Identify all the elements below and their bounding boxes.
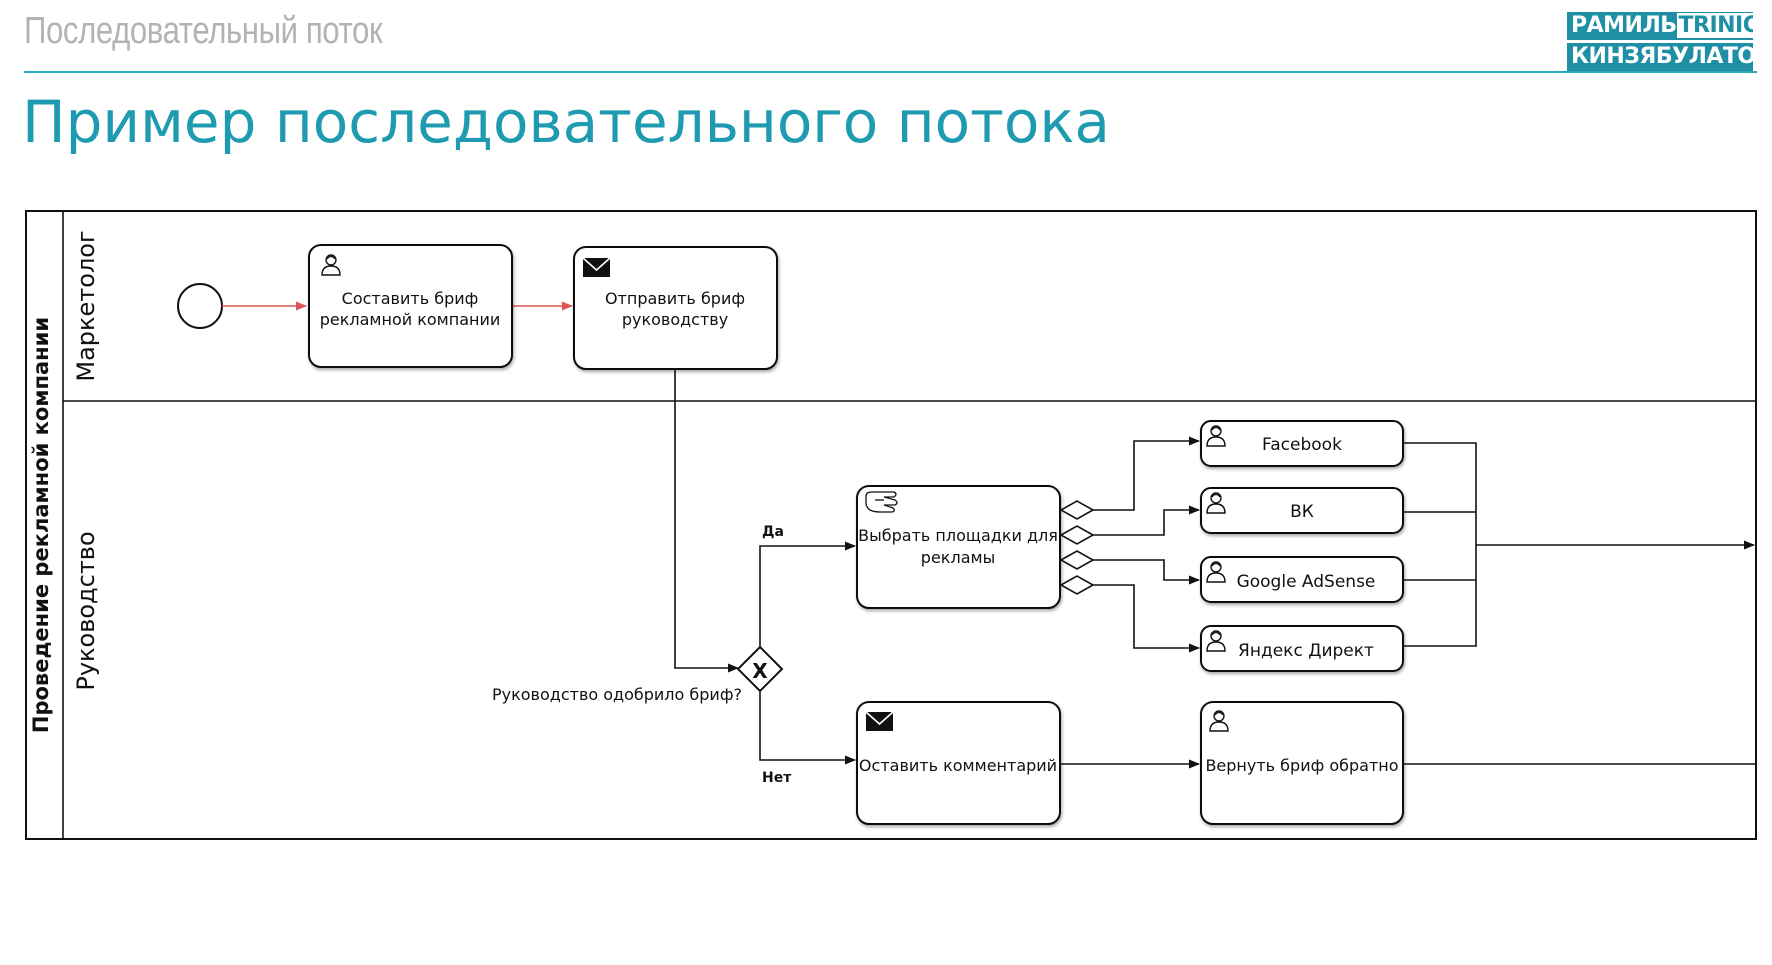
gateway-symbol: X bbox=[752, 659, 768, 683]
lane-label-management: Руководство bbox=[72, 531, 100, 690]
page-title: Пример последовательного потока bbox=[22, 88, 1110, 156]
task-label: Яндекс Директ bbox=[1238, 641, 1374, 661]
section-title: Последовательный поток bbox=[24, 10, 383, 52]
merge-flows bbox=[1403, 442, 1477, 647]
task-compose-brief: Составить бриф рекламной компании bbox=[308, 244, 513, 368]
start-event bbox=[177, 283, 223, 329]
pool-label: Проведение рекламной компании bbox=[29, 317, 53, 733]
task-return-brief: Вернуть бриф обратно bbox=[1200, 701, 1404, 825]
flow-to-facebook bbox=[1093, 436, 1201, 511]
task-label: ВК bbox=[1290, 502, 1314, 522]
task-choose-platforms: Выбрать площадки для рекламы bbox=[856, 485, 1061, 609]
task-label: Вернуть бриф обратно bbox=[1205, 756, 1398, 775]
logo-line1-suffix: TRINION bbox=[1676, 13, 1753, 38]
header-divider bbox=[24, 71, 1757, 73]
task-label-line2: руководству bbox=[622, 310, 728, 329]
envelope-icon bbox=[865, 711, 894, 731]
hand-icon bbox=[865, 491, 898, 513]
task-vk: ВК bbox=[1200, 487, 1404, 534]
exclusive-gateway: X bbox=[736, 645, 784, 693]
task-label-line1: Составить бриф bbox=[342, 289, 479, 308]
task-leave-comment: Оставить комментарий bbox=[856, 701, 1061, 825]
pool-frame bbox=[25, 210, 1757, 840]
flow-yes bbox=[759, 541, 857, 647]
flow-to-google-adsense bbox=[1093, 559, 1201, 585]
task-send-brief: Отправить бриф руководству bbox=[573, 246, 778, 370]
brand-logo: РАМИЛЬTRINION КИНЗЯБУЛАТОВ bbox=[1567, 12, 1753, 71]
conditional-flow-markers bbox=[1059, 500, 1095, 595]
flow-to-yandex-direct bbox=[1093, 584, 1201, 653]
task-facebook: Facebook bbox=[1200, 420, 1404, 467]
flow-no bbox=[759, 691, 857, 765]
logo-line1: РАМИЛЬ bbox=[1571, 13, 1677, 38]
task-label-line1: Выбрать площадки для bbox=[858, 526, 1058, 545]
logo-line2: КИНЗЯБУЛАТОВ bbox=[1567, 43, 1753, 71]
task-yandex-direct: Яндекс Директ bbox=[1200, 625, 1404, 672]
task-label: Оставить комментарий bbox=[859, 756, 1057, 775]
flow-to-vk bbox=[1093, 505, 1201, 536]
task-label: Facebook bbox=[1262, 435, 1342, 455]
gateway-question: Руководство одобрило бриф? bbox=[492, 685, 742, 704]
task-label: Google AdSense bbox=[1237, 572, 1376, 592]
task-label-line2: рекламы bbox=[921, 548, 995, 567]
envelope-icon bbox=[582, 257, 611, 277]
no-label: Нет bbox=[762, 770, 792, 786]
yes-label: Да bbox=[762, 524, 784, 540]
task-label-line2: рекламной компании bbox=[320, 310, 501, 329]
flow-send-to-gateway bbox=[674, 369, 740, 673]
task-label-line1: Отправить бриф bbox=[605, 289, 745, 308]
lane-label-marketer: Маркетолог bbox=[72, 230, 100, 381]
task-google-adsense: Google AdSense bbox=[1200, 556, 1404, 603]
